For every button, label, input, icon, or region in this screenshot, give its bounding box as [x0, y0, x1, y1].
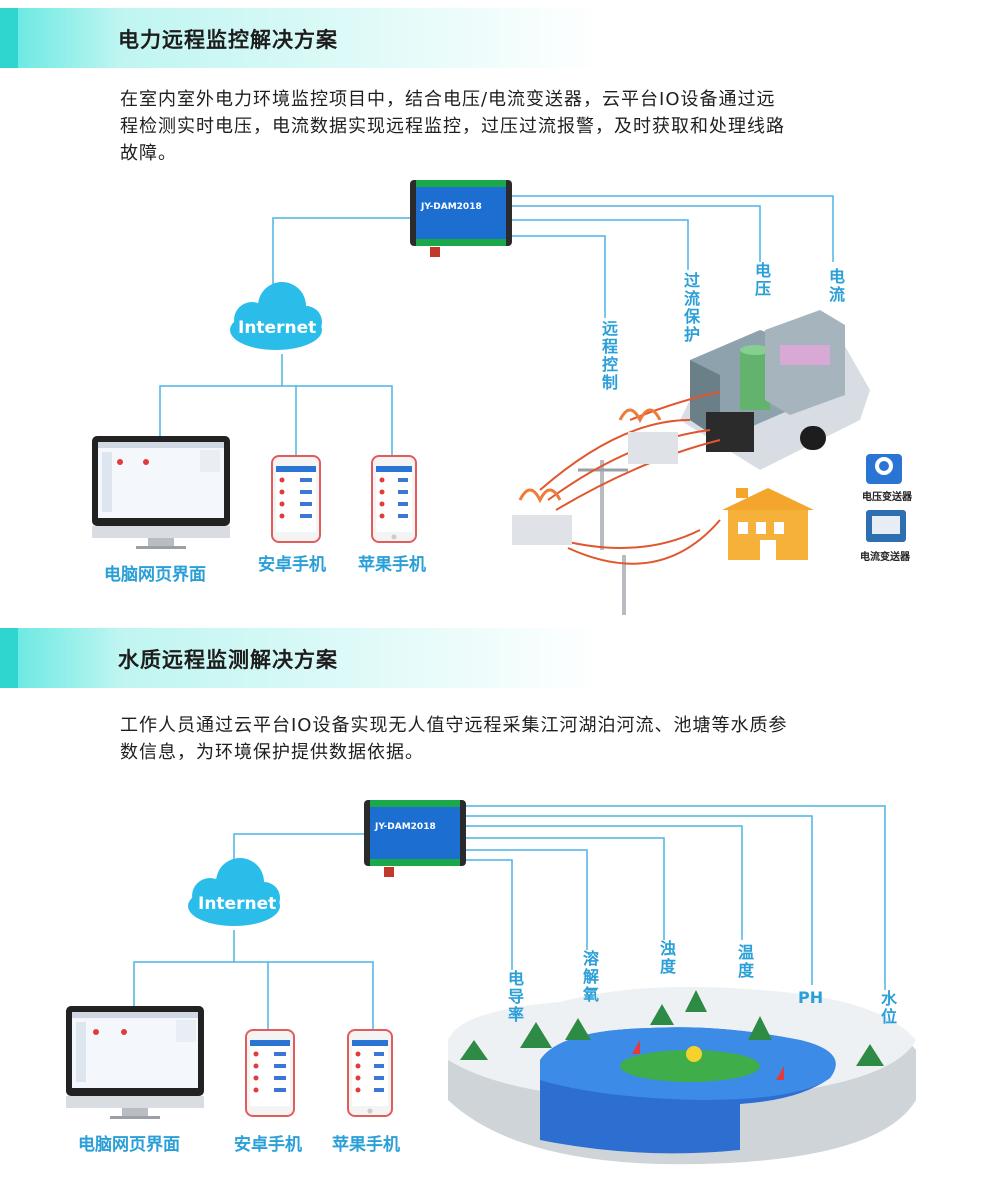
phone-android-2	[245, 1029, 295, 1117]
io-device-2	[364, 800, 466, 877]
voltage-transmitter-icon	[866, 454, 902, 484]
client-iphone-label-1: 苹果手机	[358, 555, 426, 575]
client-pc-label-2: 电脑网页界面	[78, 1135, 180, 1155]
sensor-voltage-label: 电压变送器	[862, 492, 912, 503]
sensor-current-label: 电流变送器	[860, 552, 910, 563]
current-transmitter-icon	[866, 510, 906, 542]
water-desc-line-1: 工作人员通过云平台IO设备实现无人值守远程采集江河湖泊河流、池塘等水质参	[120, 715, 788, 736]
branch-overcurrent-protection: 过流保护	[681, 272, 700, 344]
power-desc-line-1: 在室内室外电力环境监控项目中，结合电压/电流变送器，云平台IO设备通过远	[120, 89, 776, 110]
power-desc-line-2: 程检测实时电压，电流数据实现远程监控，过压过流报警，及时获取和处理线路	[120, 116, 785, 137]
device-2-label: JY-DAM2018	[375, 822, 436, 832]
branch-conductivity: 电导率	[505, 970, 524, 1024]
power-lines	[512, 391, 721, 615]
monitor-2	[66, 1006, 204, 1119]
cloud-1-label: Internet	[238, 318, 317, 338]
branch-current: 电流	[826, 268, 845, 304]
branch-ph: PH	[798, 988, 824, 1007]
client-iphone-label-2: 苹果手机	[332, 1135, 400, 1155]
phone-iphone-2	[347, 1029, 393, 1117]
power-plant-illustration	[680, 310, 870, 470]
cloud-1	[230, 282, 322, 350]
house-illustration	[722, 488, 814, 560]
branch-water-level: 水位	[878, 990, 897, 1026]
header-accent-bar	[0, 8, 18, 68]
power-desc-line-3: 故障。	[120, 143, 177, 164]
branch-temperature: 温度	[735, 944, 754, 980]
power-title: 电力远程监控解决方案	[118, 28, 338, 52]
power-section-header: 电力远程监控解决方案	[0, 8, 1004, 68]
cloud-2	[188, 858, 280, 926]
device-1-label: JY-DAM2018	[421, 202, 482, 212]
water-desc-line-2: 数信息，为环境保护提供数据依据。	[120, 742, 424, 763]
water-title: 水质远程监测解决方案	[118, 648, 338, 672]
power-description: 在室内室外电力环境监控项目中，结合电压/电流变送器，云平台IO设备通过远 程检测…	[120, 86, 785, 167]
client-pc-label-1: 电脑网页界面	[104, 565, 206, 585]
water-section-header: 水质远程监测解决方案	[0, 628, 1004, 688]
branch-turbidity: 浊度	[657, 940, 676, 976]
cloud-2-label: Internet	[198, 894, 277, 914]
io-device-1	[410, 180, 512, 257]
client-android-label-2: 安卓手机	[234, 1135, 302, 1155]
client-android-label-1: 安卓手机	[258, 555, 326, 575]
monitor-1	[92, 436, 230, 549]
header-accent-bar	[0, 628, 18, 688]
water-description: 工作人员通过云平台IO设备实现无人值守远程采集江河湖泊河流、池塘等水质参 数信息…	[120, 712, 787, 766]
phone-android-1	[271, 455, 321, 543]
lake-illustration	[448, 986, 916, 1165]
phone-iphone-1	[371, 455, 417, 543]
branch-voltage: 电压	[752, 262, 771, 298]
branch-dissolved-oxygen: 溶解氧	[580, 950, 599, 1004]
branch-remote-control: 远程控制	[599, 320, 618, 392]
